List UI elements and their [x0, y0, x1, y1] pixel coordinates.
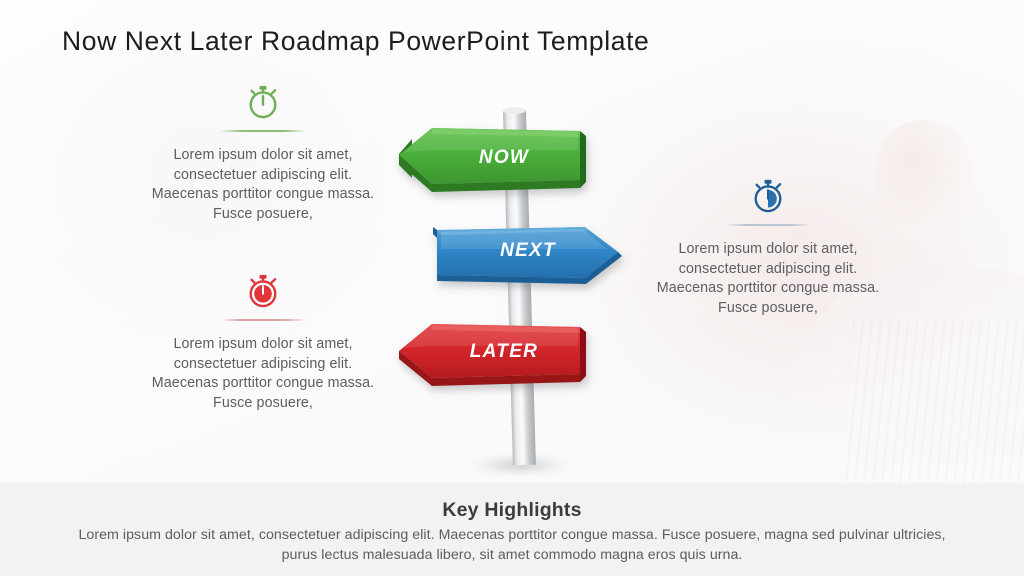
watermark-stripes [846, 320, 1024, 500]
sign-later[interactable] [396, 318, 584, 382]
sign-now[interactable] [396, 122, 582, 188]
icon-underline-rule [220, 319, 306, 321]
footer-band [0, 483, 1024, 576]
info-block-next: Lorem ipsum dolor sit amet, consectetuer… [653, 172, 883, 318]
footer-body-text: Lorem ipsum dolor sit amet, consectetuer… [78, 527, 946, 563]
info-block-now: Lorem ipsum dolor sit amet, consectetuer… [148, 78, 378, 224]
info-block-text: Lorem ipsum dolor sit amet, consectetuer… [151, 336, 375, 411]
info-block-text: Lorem ipsum dolor sit amet, consectetuer… [656, 241, 880, 316]
watermark-head [876, 120, 972, 232]
icon-underline-rule [725, 224, 811, 226]
stopwatch-filled-icon [148, 267, 378, 313]
footer-heading: Key Highlights [442, 499, 582, 521]
page-title: Now Next Later Roadmap PowerPoint Templa… [62, 26, 650, 56]
info-block-text: Lorem ipsum dolor sit amet, consectetuer… [151, 147, 375, 222]
stopwatch-outline-icon [148, 78, 378, 124]
sign-next[interactable] [432, 222, 620, 284]
stopwatch-half-icon [653, 172, 883, 218]
icon-underline-rule [220, 130, 306, 132]
info-block-later: Lorem ipsum dolor sit amet, consectetuer… [148, 267, 378, 413]
